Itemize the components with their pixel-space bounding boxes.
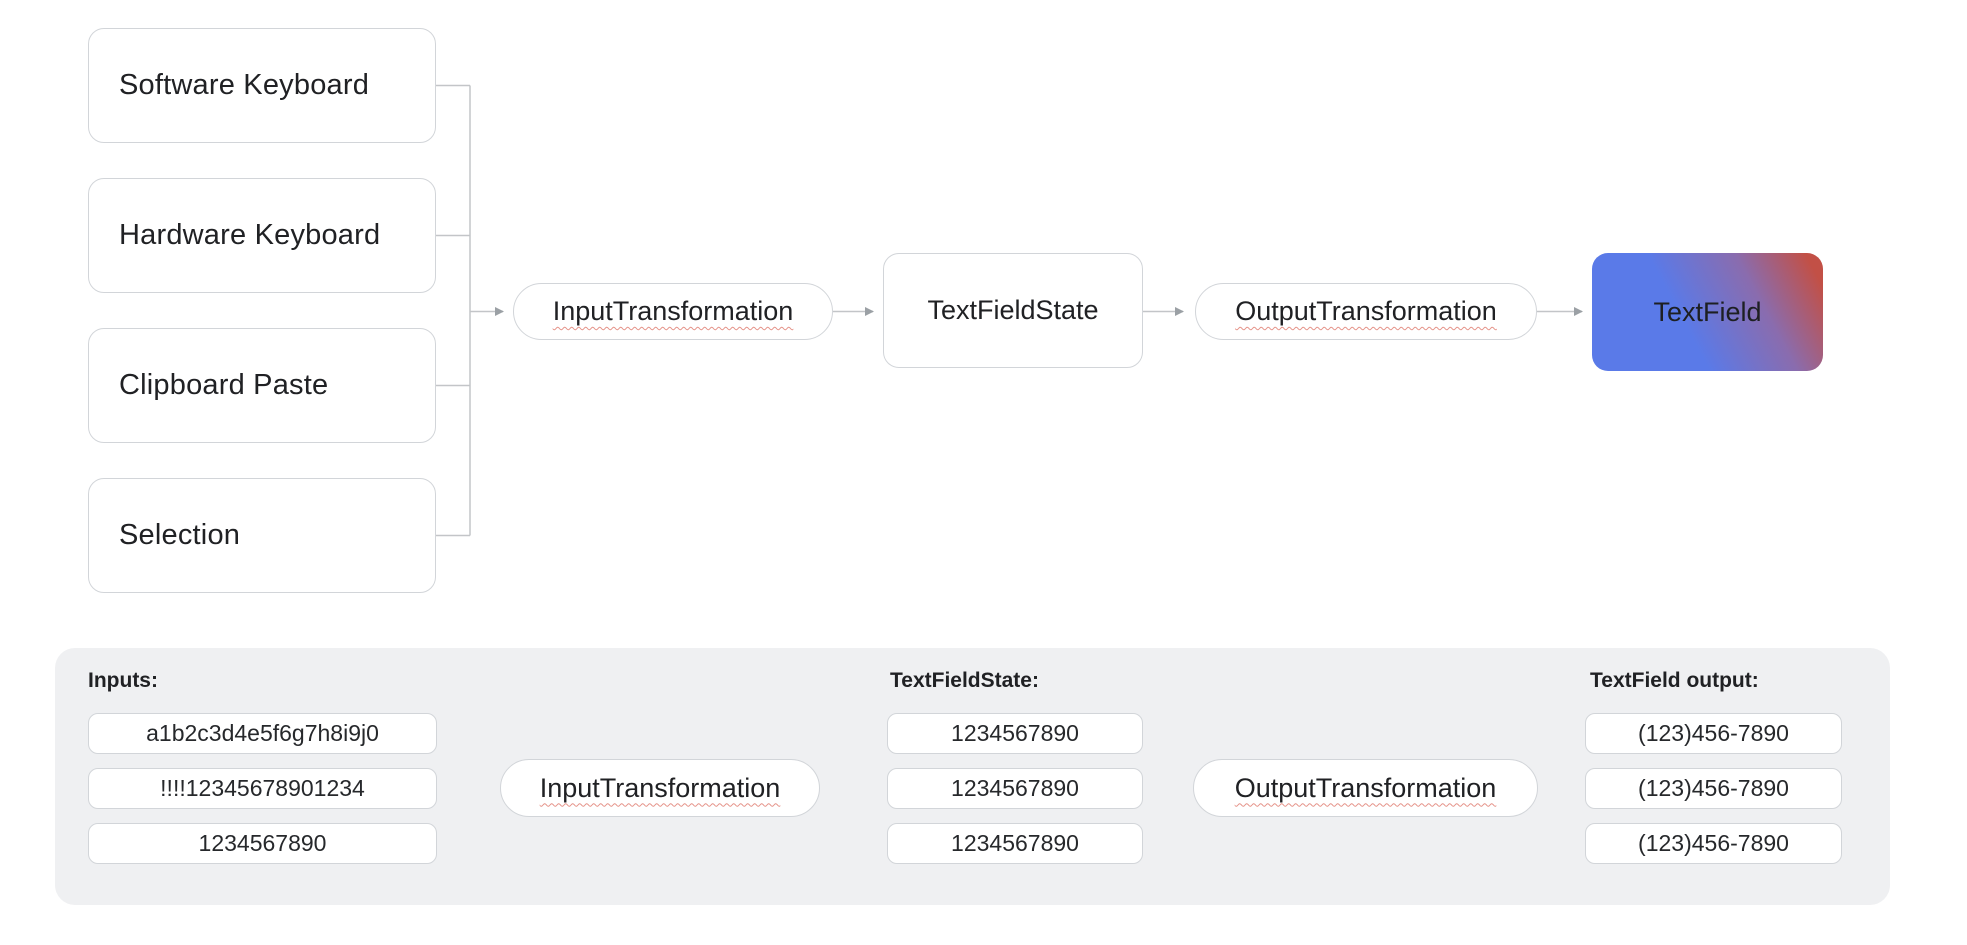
output-value-box: (123)456-7890 — [1585, 713, 1842, 754]
input-transformation-label: InputTransformation — [539, 772, 781, 803]
source-label: Hardware Keyboard — [119, 219, 381, 251]
state-value-box: 1234567890 — [887, 768, 1143, 809]
textfieldstate-label: TextFieldState: — [890, 669, 1039, 692]
output-value-box: (123)456-7890 — [1585, 768, 1842, 809]
state-value: 1234567890 — [951, 720, 1079, 746]
input-transformation-label: InputTransformation — [552, 296, 794, 326]
output-value: (123)456-7890 — [1638, 720, 1789, 746]
text-field-state-label: TextFieldState — [927, 295, 1099, 325]
input-value-box: a1b2c3d4e5f6g7h8i9j0 — [88, 713, 437, 754]
output-value-box: (123)456-7890 — [1585, 823, 1842, 864]
inputs-label: Inputs: — [88, 669, 158, 692]
example-output-transformation-node: OutputTransformation — [1193, 759, 1538, 817]
source-box-software-keyboard: Software Keyboard — [88, 28, 436, 143]
text-field-state-node: TextFieldState — [883, 253, 1143, 368]
input-value-box: 1234567890 — [88, 823, 437, 864]
source-box-hardware-keyboard: Hardware Keyboard — [88, 178, 436, 293]
input-value: a1b2c3d4e5f6g7h8i9j0 — [146, 720, 379, 746]
source-label: Selection — [119, 519, 241, 551]
input-value: 1234567890 — [198, 830, 327, 856]
source-box-selection: Selection — [88, 478, 436, 593]
output-transformation-label: OutputTransformation — [1234, 772, 1497, 803]
input-transformation-node: InputTransformation — [513, 283, 833, 340]
text-field-node: TextField — [1592, 253, 1823, 371]
source-label: Software Keyboard — [119, 69, 370, 101]
example-input-transformation-node: InputTransformation — [500, 759, 820, 817]
source-box-clipboard-paste: Clipboard Paste — [88, 328, 436, 443]
state-value: 1234567890 — [951, 775, 1079, 801]
output-value: (123)456-7890 — [1638, 830, 1789, 856]
output-transformation-node: OutputTransformation — [1195, 283, 1537, 340]
output-value: (123)456-7890 — [1638, 775, 1789, 801]
input-value: !!!!12345678901234 — [160, 775, 365, 801]
state-value-box: 1234567890 — [887, 713, 1143, 754]
input-value-box: !!!!12345678901234 — [88, 768, 437, 809]
textfield-output-label: TextField output: — [1590, 669, 1759, 692]
state-value-box: 1234567890 — [887, 823, 1143, 864]
output-transformation-label: OutputTransformation — [1235, 296, 1497, 326]
text-field-label: TextField — [1653, 296, 1762, 327]
source-label: Clipboard Paste — [119, 369, 329, 401]
state-value: 1234567890 — [951, 830, 1079, 856]
